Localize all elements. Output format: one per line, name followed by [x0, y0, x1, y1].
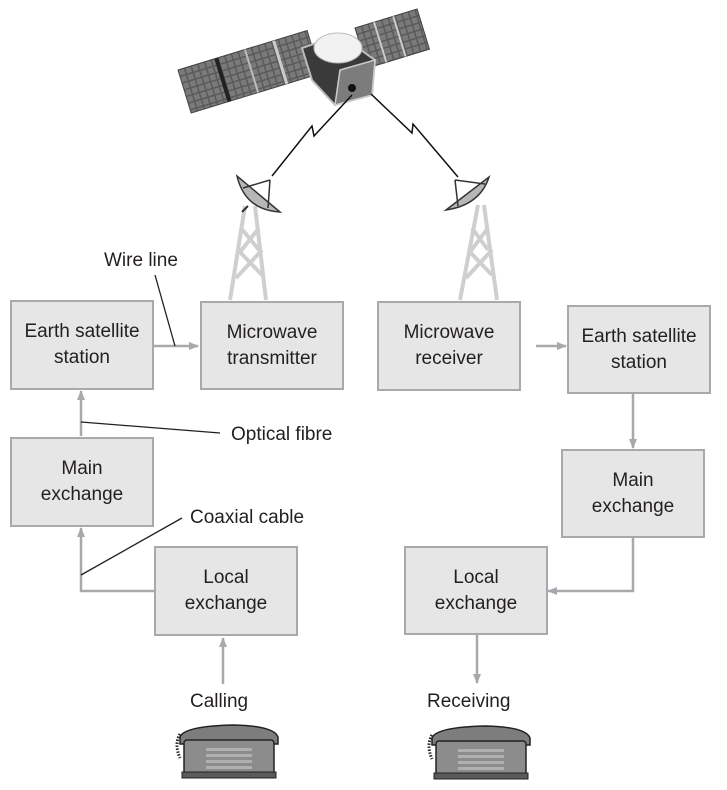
box-label: Main: [612, 469, 654, 491]
box-label: station: [611, 351, 667, 373]
wire-line-label: Wire line: [104, 250, 178, 271]
box-label: Earth satellite: [581, 325, 697, 347]
box-label: Local: [203, 567, 249, 588]
wire-line-leader: [154, 274, 176, 347]
box-label: Earth satellite: [24, 321, 140, 342]
box-label: Microwave: [226, 321, 318, 343]
uplink-signal: [271, 94, 353, 177]
coaxial-cable-leader: [80, 517, 183, 576]
desk-telephone-icon-receiving: [427, 725, 531, 780]
optical-fibre-label: Optical fibre: [231, 424, 333, 445]
microwave-transmitter: Microwave transmitter: [200, 301, 344, 390]
desk-telephone-icon-calling: [175, 724, 279, 779]
dish-antenna-icon-receive: [443, 174, 491, 212]
optical-fibre-leader: [80, 421, 221, 434]
receive-tower-icon: [458, 204, 499, 301]
box-label: receiver: [415, 348, 483, 369]
box-label: Main: [61, 458, 103, 479]
box-label: exchange: [591, 495, 675, 517]
local-exchange-sending: Local exchange: [154, 546, 298, 636]
transmit-tower-icon: [228, 205, 268, 301]
box-label: transmitter: [227, 347, 317, 369]
box-label: Local: [453, 566, 499, 588]
main-exchange-receiving: Main exchange: [561, 449, 705, 538]
arrow-local-to-main: [77, 527, 155, 593]
calling-label: Calling: [190, 691, 249, 712]
dish-antenna-icon-transmit: [235, 173, 283, 213]
earth-station-receiving: Earth satellite station: [567, 305, 711, 394]
microwave-receiver: Microwave receiver: [377, 301, 521, 391]
box-label: exchange: [40, 484, 124, 505]
satellite-icon: [177, 8, 431, 114]
downlink-signal: [370, 93, 459, 178]
coaxial-cable-label: Coaxial cable: [190, 507, 305, 528]
main-exchange-sending: Main exchange: [10, 437, 154, 527]
solar-panel-left: [177, 29, 321, 114]
arrow-main-to-local: [547, 537, 635, 595]
box-label: exchange: [184, 593, 268, 614]
receiving-label: Receiving: [427, 691, 511, 712]
satellite-dish: [313, 32, 363, 64]
box-label: exchange: [434, 592, 518, 614]
box-label: station: [54, 347, 110, 368]
local-exchange-receiving: Local exchange: [404, 546, 548, 635]
earth-station-sending: Earth satellite station: [10, 300, 154, 390]
box-label: Microwave: [403, 322, 495, 343]
